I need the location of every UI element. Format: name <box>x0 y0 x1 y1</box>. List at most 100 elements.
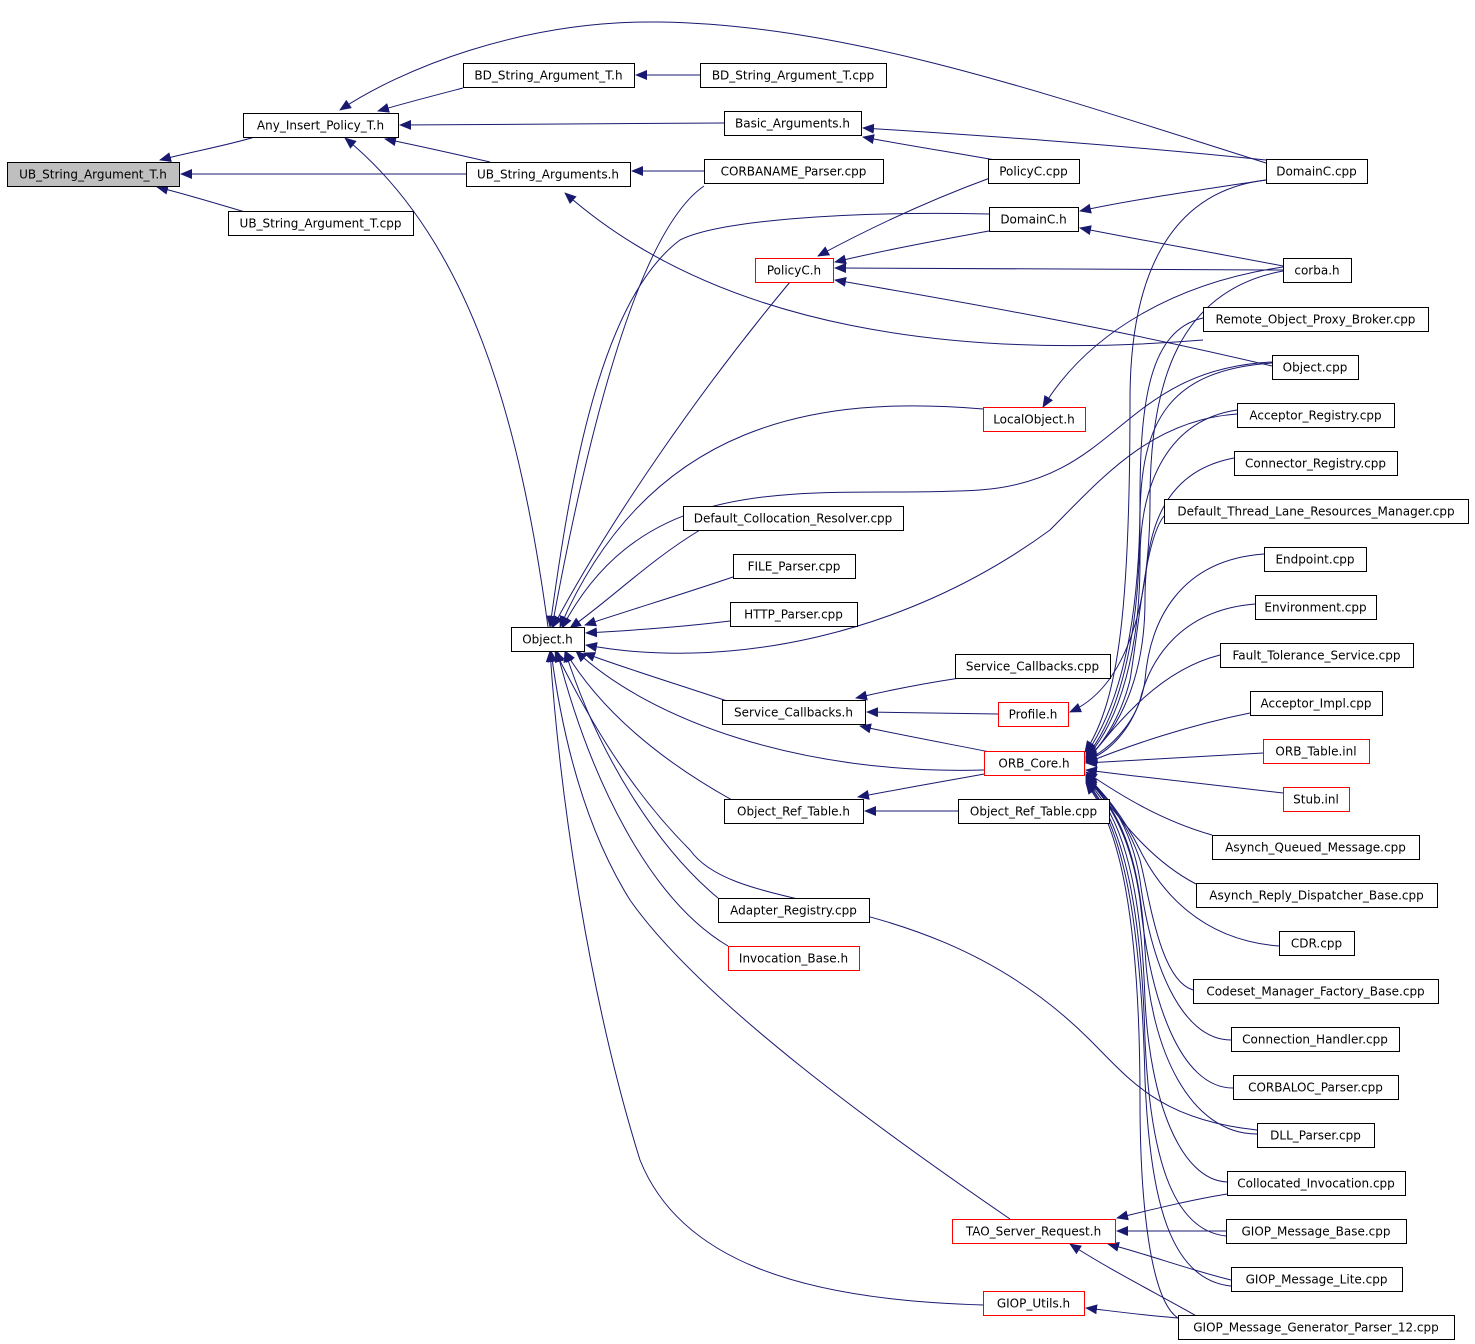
node-box[interactable] <box>704 159 884 184</box>
node-invbase[interactable]: Invocation_Base.h <box>728 946 860 971</box>
node-connhandler[interactable]: Connection_Handler.cpp <box>1231 1027 1400 1052</box>
node-box[interactable] <box>1266 159 1368 184</box>
node-asynchr[interactable]: Asynch_Reply_Dispatcher_Base.cpp <box>1196 883 1438 908</box>
node-box[interactable] <box>1178 1315 1455 1340</box>
node-corbah[interactable]: corba.h <box>1283 258 1352 283</box>
node-ubargs[interactable]: UB_String_Arguments.h <box>466 162 631 187</box>
node-ubcpp[interactable]: UB_String_Argument_T.cpp <box>228 211 414 236</box>
node-corbaloc[interactable]: CORBALOC_Parser.cpp <box>1233 1075 1399 1100</box>
node-box[interactable] <box>724 799 864 824</box>
node-box[interactable] <box>1193 979 1439 1004</box>
node-httpparser[interactable]: HTTP_Parser.cpp <box>730 602 858 627</box>
node-orbcore[interactable]: ORB_Core.h <box>984 751 1085 776</box>
node-objreft[interactable]: Object_Ref_Table.h <box>724 799 864 824</box>
node-box[interactable] <box>1233 1075 1399 1100</box>
node-box[interactable] <box>466 162 631 187</box>
node-box[interactable] <box>463 63 635 88</box>
node-box[interactable] <box>1272 355 1359 380</box>
node-box[interactable] <box>1283 787 1350 812</box>
node-giputils[interactable]: GIOP_Utils.h <box>983 1291 1085 1316</box>
node-box[interactable] <box>989 207 1079 232</box>
node-objectcpp[interactable]: Object.cpp <box>1272 355 1359 380</box>
node-box[interactable] <box>1231 1027 1400 1052</box>
node-codeset[interactable]: Codeset_Manager_Factory_Base.cpp <box>1193 979 1439 1004</box>
node-box[interactable] <box>1226 1219 1407 1244</box>
node-servcbcpp[interactable]: Service_Callbacks.cpp <box>955 654 1111 679</box>
node-corbaname[interactable]: CORBANAME_Parser.cpp <box>704 159 884 184</box>
node-objecth[interactable]: Object.h <box>511 627 585 652</box>
node-anyins[interactable]: Any_Insert_Policy_T.h <box>243 113 399 138</box>
node-box[interactable] <box>722 700 866 725</box>
node-root[interactable]: UB_String_Argument_T.h <box>7 162 180 187</box>
node-dllparser[interactable]: DLL_Parser.cpp <box>1257 1123 1375 1148</box>
node-collinv[interactable]: Collocated_Invocation.cpp <box>1227 1171 1406 1196</box>
node-box[interactable] <box>683 506 904 531</box>
node-box[interactable] <box>511 627 585 652</box>
node-asynchq[interactable]: Asynch_Queued_Message.cpp <box>1212 835 1420 860</box>
node-policyccpp[interactable]: PolicyC.cpp <box>988 159 1080 184</box>
node-basicargs[interactable]: Basic_Arguments.h <box>724 111 862 136</box>
node-box[interactable] <box>952 1219 1116 1244</box>
node-profileh[interactable]: Profile.h <box>998 702 1069 727</box>
node-box[interactable] <box>733 554 856 579</box>
node-bdh[interactable]: BD_String_Argument_T.h <box>463 63 635 88</box>
node-box[interactable] <box>1212 835 1420 860</box>
node-box[interactable] <box>228 211 414 236</box>
node-ftservice[interactable]: Fault_Tolerance_Service.cpp <box>1220 643 1414 668</box>
node-stubinl[interactable]: Stub.inl <box>1283 787 1350 812</box>
node-box[interactable] <box>988 159 1080 184</box>
node-box[interactable] <box>1237 403 1395 428</box>
node-box[interactable] <box>730 602 858 627</box>
node-connreg[interactable]: Connector_Registry.cpp <box>1234 451 1398 476</box>
node-giopgen[interactable]: GIOP_Message_Generator_Parser_12.cpp <box>1178 1315 1455 1340</box>
node-box[interactable] <box>243 113 399 138</box>
node-fileparser[interactable]: FILE_Parser.cpp <box>733 554 856 579</box>
node-orbtable[interactable]: ORB_Table.inl <box>1263 739 1370 764</box>
node-box[interactable] <box>1283 258 1352 283</box>
node-servcbh[interactable]: Service_Callbacks.h <box>722 700 866 725</box>
node-box[interactable] <box>983 407 1086 432</box>
node-box[interactable] <box>958 799 1110 824</box>
node-bdcpp[interactable]: BD_String_Argument_T.cpp <box>700 63 887 88</box>
node-cdrcpp[interactable]: CDR.cpp <box>1279 931 1355 956</box>
node-ropb[interactable]: Remote_Object_Proxy_Broker.cpp <box>1203 307 1429 332</box>
node-box[interactable] <box>1196 883 1438 908</box>
node-box[interactable] <box>983 1291 1085 1316</box>
node-domainch[interactable]: DomainC.h <box>989 207 1079 232</box>
node-defcoll[interactable]: Default_Collocation_Resolver.cpp <box>683 506 904 531</box>
node-box[interactable] <box>1250 691 1383 716</box>
node-taoserver[interactable]: TAO_Server_Request.h <box>952 1219 1116 1244</box>
node-box[interactable] <box>1234 451 1398 476</box>
node-accimpl[interactable]: Acceptor_Impl.cpp <box>1250 691 1383 716</box>
node-box[interactable] <box>984 751 1085 776</box>
node-objrefcpp[interactable]: Object_Ref_Table.cpp <box>958 799 1110 824</box>
node-policych[interactable]: PolicyC.h <box>755 258 834 283</box>
node-accreg[interactable]: Acceptor_Registry.cpp <box>1237 403 1395 428</box>
node-box[interactable] <box>1279 931 1355 956</box>
node-box[interactable] <box>1257 1123 1375 1148</box>
node-box[interactable] <box>1203 307 1429 332</box>
node-box[interactable] <box>1220 643 1414 668</box>
node-box[interactable] <box>1255 595 1377 620</box>
node-giopbase[interactable]: GIOP_Message_Base.cpp <box>1226 1219 1407 1244</box>
node-endpoint[interactable]: Endpoint.cpp <box>1264 547 1367 572</box>
node-box[interactable] <box>724 111 862 136</box>
node-localobj[interactable]: LocalObject.h <box>983 407 1086 432</box>
node-dtlrm[interactable]: Default_Thread_Lane_Resources_Manager.cp… <box>1164 499 1469 524</box>
node-box[interactable] <box>718 898 870 923</box>
node-domainccpp[interactable]: DomainC.cpp <box>1266 159 1368 184</box>
node-environment[interactable]: Environment.cpp <box>1255 595 1377 620</box>
node-box[interactable] <box>1263 739 1370 764</box>
node-box[interactable] <box>955 654 1111 679</box>
node-box[interactable] <box>700 63 887 88</box>
node-adapterreg[interactable]: Adapter_Registry.cpp <box>718 898 870 923</box>
node-box[interactable] <box>7 162 180 187</box>
node-box[interactable] <box>755 258 834 283</box>
node-box[interactable] <box>1227 1171 1406 1196</box>
node-box[interactable] <box>998 702 1069 727</box>
node-box[interactable] <box>1231 1267 1403 1292</box>
node-box[interactable] <box>728 946 860 971</box>
node-box[interactable] <box>1164 499 1469 524</box>
node-box[interactable] <box>1264 547 1367 572</box>
node-gioplite[interactable]: GIOP_Message_Lite.cpp <box>1231 1267 1403 1292</box>
